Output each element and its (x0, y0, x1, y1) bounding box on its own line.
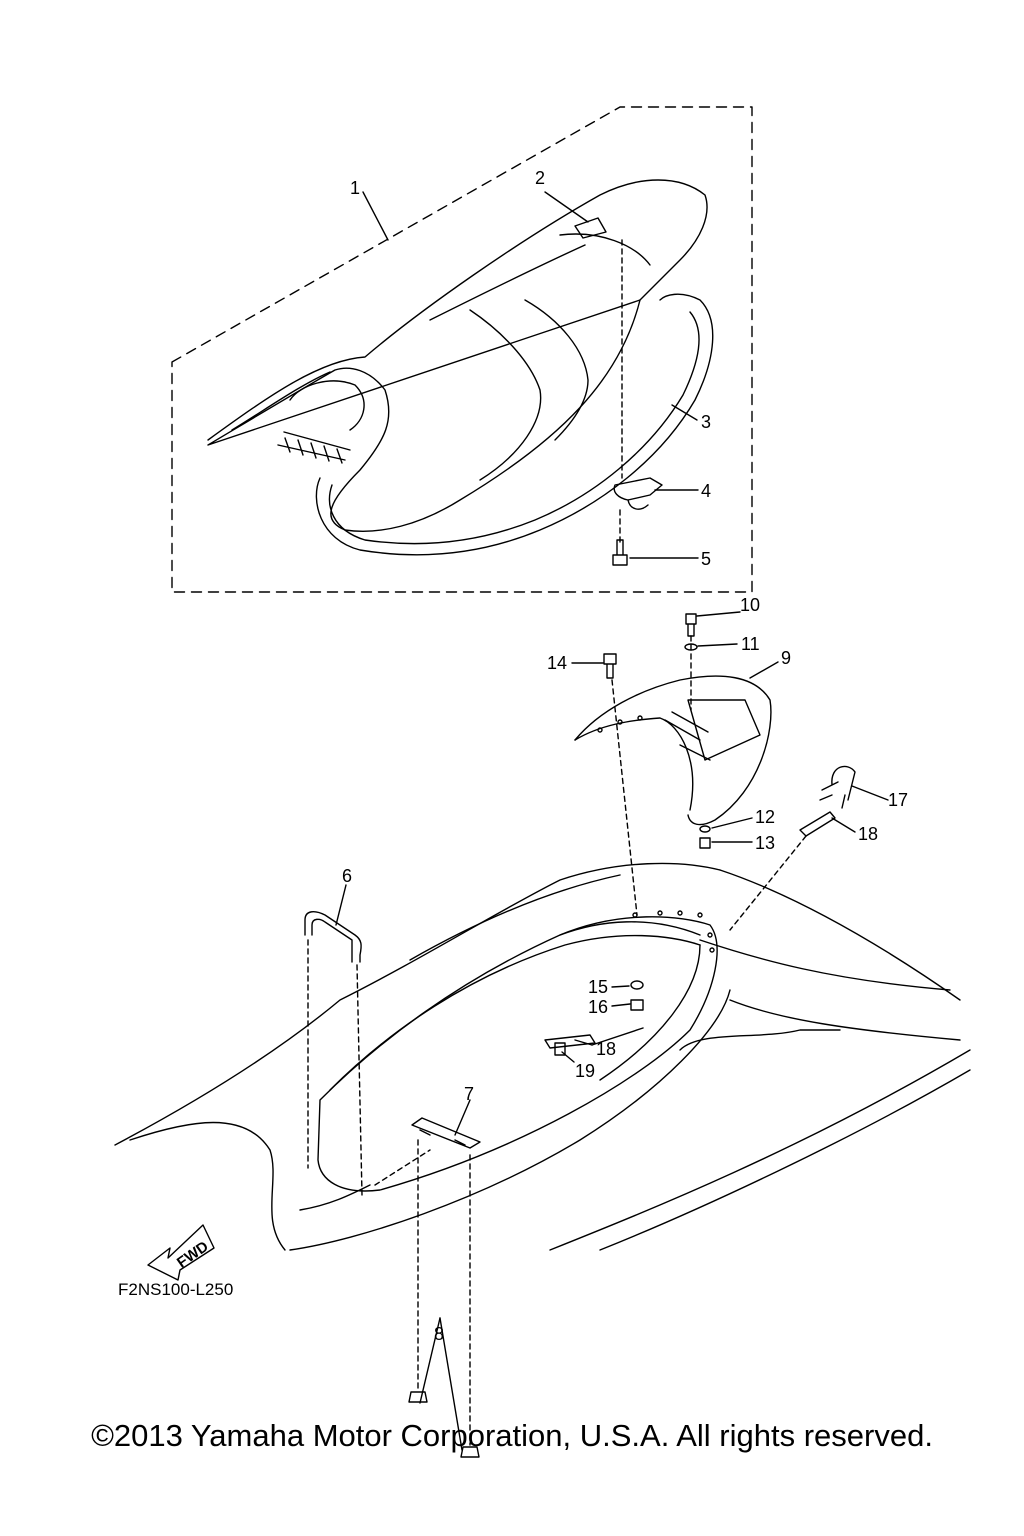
callout-13: 13 (755, 833, 775, 853)
callout-7: 7 (464, 1084, 474, 1104)
seat-receiver (575, 676, 771, 825)
callout-8: 8 (434, 1324, 444, 1344)
diagram-code: F2NS100-L250 (118, 1280, 234, 1299)
callout-19: 19 (575, 1061, 595, 1081)
copyright-text: ©2013 Yamaha Motor Corporation, U.S.A. A… (91, 1418, 933, 1453)
grab-bar (305, 912, 361, 962)
callout-17: 17 (888, 790, 908, 810)
callout-11: 11 (741, 634, 760, 654)
fwd-label: FWD (174, 1238, 212, 1272)
seat-label-plate (575, 218, 606, 238)
callout-18a: 18 (858, 824, 878, 844)
callout-4: 4 (701, 481, 711, 501)
fwd-arrow-icon (148, 1225, 214, 1280)
callout-5: 5 (701, 549, 711, 569)
bolt-5 (613, 540, 627, 565)
callout-12: 12 (755, 807, 775, 827)
assembly-box (172, 107, 752, 592)
callout-3: 3 (701, 412, 711, 432)
callout-1: 1 (350, 178, 360, 198)
seat-base (316, 294, 712, 555)
callout-9: 9 (781, 648, 791, 668)
callout-16: 16 (588, 997, 608, 1017)
callout-14: 14 (547, 653, 567, 673)
seat-lock-bracket (614, 478, 662, 500)
leader-lines (336, 192, 888, 1450)
callout-labels: 1 2 3 4 5 6 7 8 9 10 11 12 13 14 15 16 1… (174, 168, 908, 1344)
hull-deck (115, 863, 970, 1250)
callout-10: 10 (740, 595, 760, 615)
callout-6: 6 (342, 866, 352, 886)
seat-assembly (208, 180, 713, 555)
callout-2: 2 (535, 168, 545, 188)
callout-18b: 18 (596, 1039, 616, 1059)
u-bolt (822, 766, 855, 800)
bracket-7 (412, 1118, 480, 1148)
callout-15: 15 (588, 977, 608, 997)
